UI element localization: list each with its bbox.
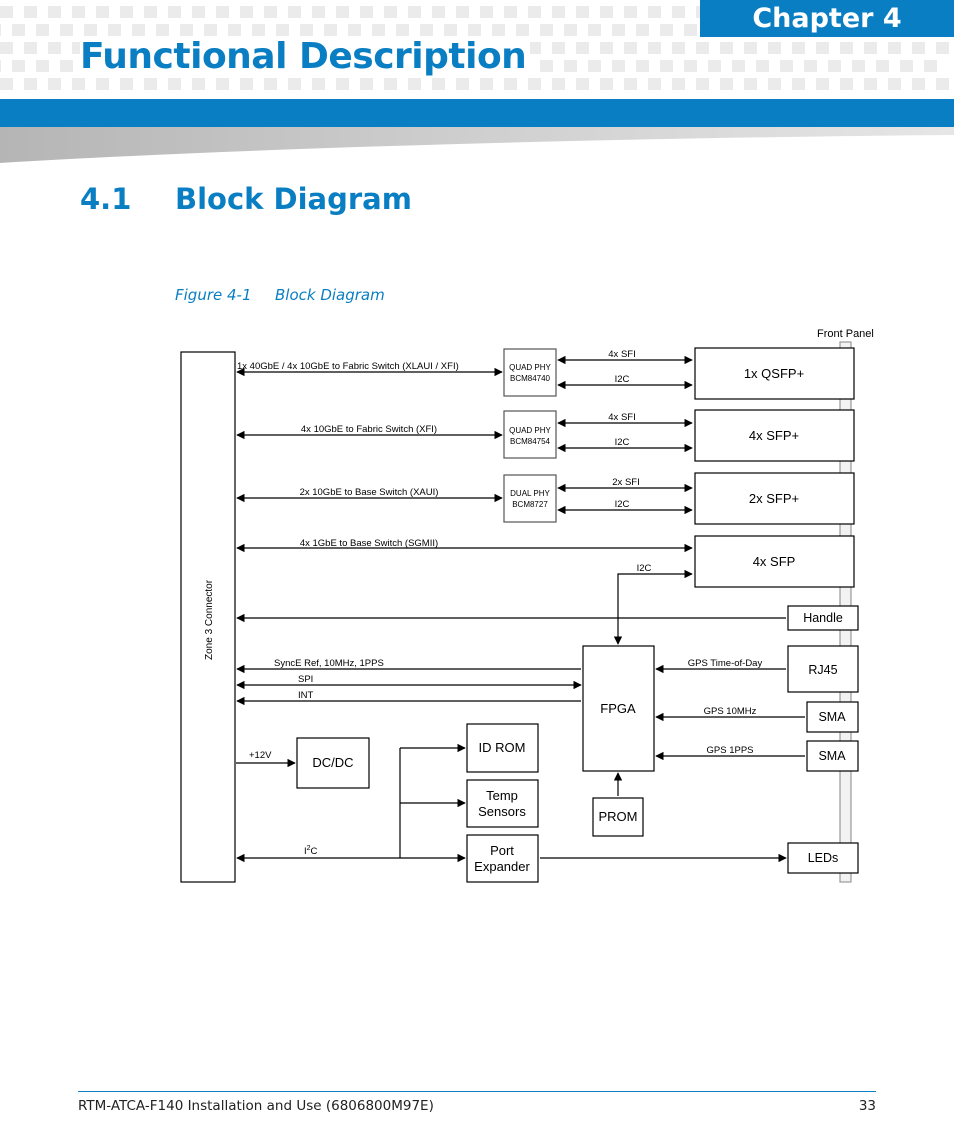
fpga-label: FPGA [600,701,636,716]
phy-2-line2: BCM84754 [510,437,551,446]
zone3-connector [180,351,236,883]
zone3-label: Zone 3 Connector [204,579,215,660]
port-sma-1-label: SMA [818,710,846,724]
link-sfi-2x: 2x SFI [612,477,639,488]
link-i2c-b: I2C [615,437,630,448]
link-gps-1pps: GPS 1PPS [707,745,754,756]
link-i2c-main: I2C [304,845,318,857]
port-sma-1 [806,701,859,733]
phy-3-line1: DUAL PHY [510,489,550,498]
link-base-10g: 2x 10GbE to Base Switch (XAUI) [300,487,439,498]
link-spi: SPI [298,674,313,685]
port-sma-2 [806,740,859,772]
footer-rule [78,1091,876,1092]
port-expander-label-1: Port [490,843,514,858]
port-sfp-4 [694,535,855,588]
header-grey-swoosh [0,127,954,163]
temp-box [466,779,539,828]
chapter-label: Chapter 4 [752,3,902,34]
port-qsfp [694,347,855,400]
figure-caption: Figure 4-1 Block Diagram [175,286,385,304]
footer-doc-title: RTM-ATCA-F140 Installation and Use (6806… [78,1098,434,1114]
port-expander-label-2: Expander [474,859,530,874]
temp-label-1: Temp [486,788,518,803]
prom-label: PROM [599,809,638,824]
section-number: 4.1 [80,182,132,216]
link-plus12v: +12V [249,750,272,761]
dcdc-box [296,737,370,789]
port-sfp-plus-2 [694,472,855,525]
port-sfp-4-label: 4x SFP [753,554,796,569]
link-fabric-40g: 1x 40GbE / 4x 10GbE to Fabric Switch (XL… [237,361,459,372]
section-title: Block Diagram [175,182,412,216]
port-sfp-plus-2-label: 2x SFP+ [749,491,799,506]
chapter-tab: Chapter 4 [700,0,954,37]
phy-1-line1: QUAD PHY [509,363,551,372]
port-sfp-plus-4-label: 4x SFP+ [749,428,799,443]
link-sfi-b: 4x SFI [608,412,635,423]
chapter-title: Functional Description [80,36,531,77]
figure-title: Block Diagram [275,286,385,304]
link-int: INT [298,690,314,701]
port-expander-box [466,834,539,883]
phy-box-2 [503,410,557,459]
port-leds-label: LEDs [808,851,839,865]
phy-box-3 [503,474,557,523]
phy-2-line1: QUAD PHY [509,426,551,435]
link-synce: SyncE Ref, 10MHz, 1PPS [274,658,384,669]
link-i2c-fpga: I2C [637,563,652,574]
temp-label-2: Sensors [478,804,526,819]
block-diagram: Front Panel Zone 3 Connector QUAD PHY BC… [180,328,874,883]
port-handle-label: Handle [803,611,843,625]
link-base-1g: 4x 1GbE to Base Switch (SGMII) [300,538,438,549]
link-i2c-main-c: C [311,846,318,857]
section-heading: 4.1 Block Diagram [80,182,412,216]
phy-box-1 [503,348,557,397]
port-leds [787,842,859,874]
link-gps-tod: GPS Time-of-Day [688,658,763,669]
prom-box [592,797,644,837]
port-qsfp-label: 1x QSFP+ [744,366,804,381]
port-handle [787,605,859,631]
idrom-box [466,723,539,773]
link-fabric-10g: 4x 10GbE to Fabric Switch (XFI) [301,424,437,435]
link-i2c-c: I2C [615,499,630,510]
link-i2c-main-sup: 2 [307,845,311,852]
phy-1-line2: BCM84740 [510,374,551,383]
link-sfi-a: 4x SFI [608,349,635,360]
port-sma-2-label: SMA [818,749,846,763]
port-rj45 [787,645,859,693]
phy-3-line2: BCM8727 [512,500,548,509]
link-gps-10mhz: GPS 10MHz [704,706,757,717]
port-sfp-plus-4 [694,409,855,462]
header-blue-band [0,99,954,127]
dcdc-label: DC/DC [312,755,353,770]
port-rj45-label: RJ45 [808,663,837,677]
link-i2c-a: I2C [615,374,630,385]
footer-page-number: 33 [858,1098,876,1114]
figure-number: Figure 4-1 [175,286,252,304]
idrom-label: ID ROM [479,740,526,755]
link-i2c-main-i: I [304,846,307,857]
front-panel-label: Front Panel [817,328,874,340]
fpga-box [582,645,655,772]
